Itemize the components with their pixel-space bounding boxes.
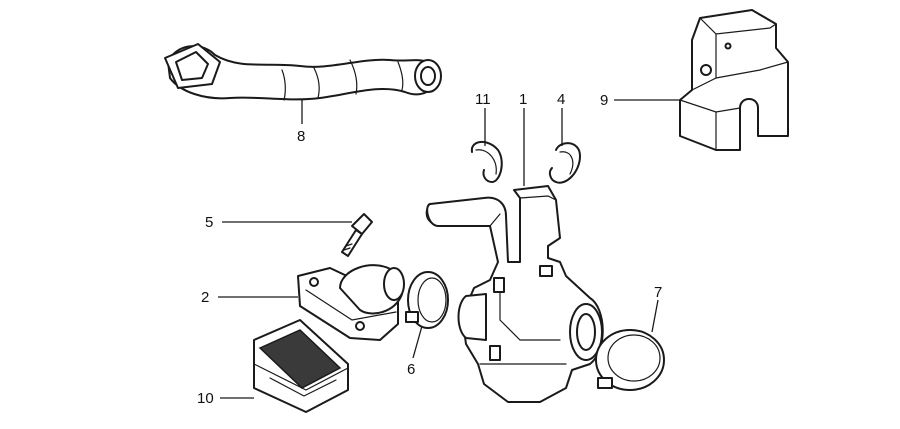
- reed-valve-part: [253, 319, 349, 413]
- callout-7: 7: [654, 284, 662, 301]
- callout-4: 4: [557, 91, 565, 108]
- hose-clamp-part-4: [548, 142, 581, 184]
- intake-manifold-part: [297, 264, 405, 341]
- hose-clamp-part-7: [595, 329, 665, 391]
- callout-2: 2: [201, 289, 209, 306]
- callout-labels: 8 11 1 4 9 5 2 6 7 10: [197, 91, 662, 407]
- bolt-part: [341, 213, 373, 257]
- carburettor-cover-part: [679, 9, 789, 151]
- carburettor-part: [425, 185, 604, 403]
- callout-1: 1: [519, 91, 527, 108]
- hose-clamp-part-6: [405, 271, 449, 329]
- callout-6: 6: [407, 361, 415, 378]
- leader-lines: [218, 99, 680, 399]
- callout-11: 11: [475, 91, 491, 108]
- hose-clamp-part-11: [470, 141, 503, 183]
- leader-6: [412, 325, 423, 359]
- callout-10: 10: [197, 390, 214, 407]
- leader-7: [651, 299, 659, 333]
- callout-5: 5: [205, 214, 213, 231]
- callout-9: 9: [600, 92, 608, 109]
- callout-8: 8: [297, 128, 305, 145]
- intake-hose-part: [164, 43, 442, 101]
